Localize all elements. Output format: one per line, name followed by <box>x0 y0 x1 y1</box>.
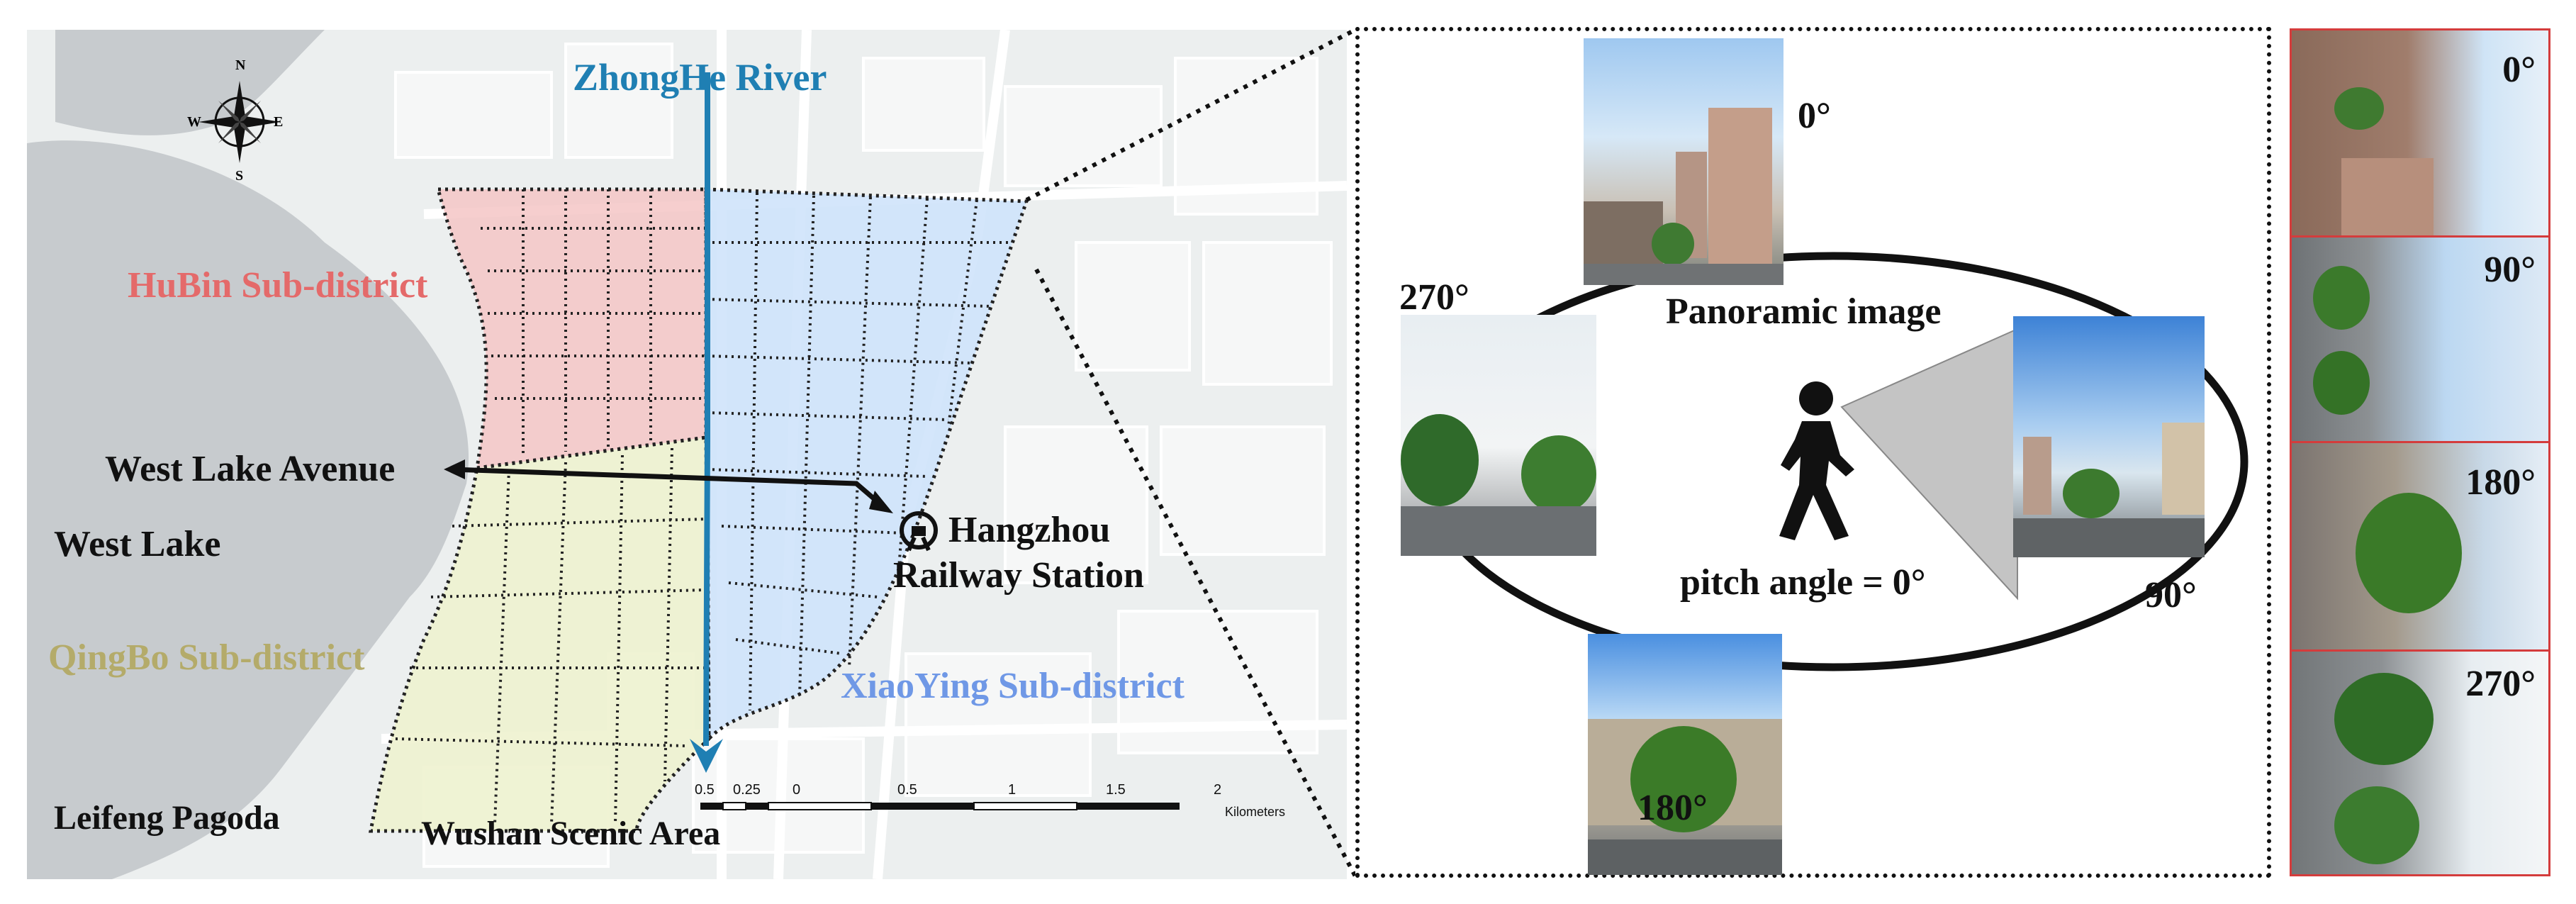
district-boundaries <box>368 187 1029 833</box>
strip-label-90: 90° <box>2484 250 2536 290</box>
pitch-angle-label: pitch angle = 0° <box>1680 562 1926 603</box>
view-cone <box>1840 328 2018 601</box>
panorama-diagram-panel: 0° 270° 90° 180° Panoramic image pitch a… <box>1355 27 2271 878</box>
pedestrian-icon <box>1779 381 1854 540</box>
west-lake-label: West Lake <box>54 524 221 564</box>
lake-shore-strip <box>55 30 325 135</box>
heading-label-0: 0° <box>1798 96 1831 136</box>
west-lake-avenue-label: West Lake Avenue <box>105 449 396 489</box>
scale-tick: 0.5 <box>897 782 917 798</box>
panorama-strip: 0° 90° 180° 270° <box>2290 28 2550 876</box>
panoramic-image-label: Panoramic image <box>1666 291 1942 332</box>
station-label-line1: Hangzhou <box>948 510 1111 550</box>
compass-east-label: E <box>274 114 284 130</box>
railway-station-icon <box>900 511 938 552</box>
xiaoying-subdistrict-label: XiaoYing Sub-district <box>841 666 1185 706</box>
compass-south-label: S <box>235 168 244 184</box>
avenue-arrowhead-east <box>869 491 893 513</box>
scale-tick: 0.25 <box>733 782 761 798</box>
zhonghe-river-label: ZhongHe River <box>573 56 827 99</box>
heading-label-270: 270° <box>1399 277 1469 318</box>
strip-label-270: 270° <box>2465 664 2536 704</box>
strip-cell-180deg: 180° <box>2292 441 2548 649</box>
scale-bar <box>700 802 1180 810</box>
compass-rose-icon <box>198 81 281 163</box>
avenue-arrowhead-west <box>444 459 465 479</box>
panorama-photo-180deg <box>1588 634 1782 875</box>
map-canvas <box>27 30 1347 879</box>
qingbo-subdistrict-label: QingBo Sub-district <box>48 637 365 678</box>
street-network <box>395 189 1012 825</box>
zhonghe-river <box>703 72 710 747</box>
strip-cell-90deg: 90° <box>2292 235 2548 441</box>
study-area-map: N S E W ZhongHe River HuBin Sub-district… <box>27 30 1347 879</box>
strip-cell-0deg: 0° <box>2292 30 2548 235</box>
panorama-photo-270deg <box>1401 315 1596 556</box>
qingbo-district <box>371 437 709 831</box>
river-arrowhead <box>690 739 723 773</box>
hubin-subdistrict-label: HuBin Sub-district <box>128 265 428 306</box>
strip-cell-270deg: 270° <box>2292 649 2548 874</box>
compass-north-label: N <box>235 57 246 73</box>
compass-west-label: W <box>187 114 201 130</box>
scale-tick: 2 <box>1214 782 1222 798</box>
leifeng-pagoda-label: Leifeng Pagoda <box>54 799 280 837</box>
heading-label-180: 180° <box>1637 788 1708 828</box>
strip-label-180: 180° <box>2465 462 2536 503</box>
station-label-line2: Railway Station <box>893 555 1144 596</box>
scale-tick: 0 <box>793 782 801 798</box>
strip-label-0: 0° <box>2502 50 2536 90</box>
panorama-photo-0deg <box>1584 38 1783 285</box>
scale-unit-label: Kilometers <box>1225 805 1286 819</box>
heading-label-90: 90° <box>2145 575 2197 615</box>
west-lake-water <box>27 140 469 879</box>
scale-tick: 1.5 <box>1106 782 1126 798</box>
scale-tick: 1 <box>1008 782 1017 798</box>
scale-tick: 0.5 <box>695 782 715 798</box>
panorama-photo-90deg <box>2013 316 2205 557</box>
hubin-district <box>438 189 706 468</box>
xiaoying-district <box>706 189 1026 739</box>
wushan-scenic-area-label: Wushan Scenic Area <box>421 815 721 852</box>
